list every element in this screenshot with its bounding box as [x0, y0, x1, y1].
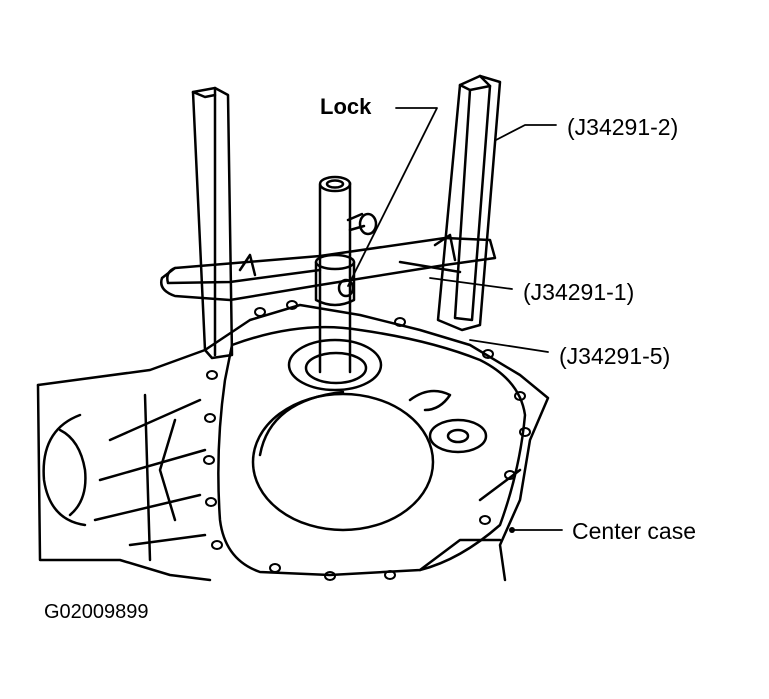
tool-center-shaft	[314, 175, 356, 374]
tool-crossbar	[160, 233, 497, 302]
figure-id: G02009899	[44, 601, 149, 623]
center-case-housing	[36, 303, 550, 582]
tool-5-label: (J34291-5)	[559, 343, 671, 369]
lock-leader	[347, 107, 438, 287]
center-case-dot	[509, 527, 515, 533]
tool-left-leg	[191, 86, 234, 360]
tool-right-frame	[436, 74, 502, 332]
tool-2-leader	[495, 124, 557, 141]
center-case-label: Center case	[572, 518, 697, 544]
tool-5-leader	[469, 339, 549, 353]
tool-2-label: (J34291-2)	[567, 114, 679, 140]
flange-bolt-holes	[203, 300, 531, 581]
lock-label: Lock	[320, 94, 372, 119]
lock-knob	[337, 212, 378, 298]
tool-1-leader	[429, 277, 513, 290]
tool-1-label: (J34291-1)	[523, 279, 635, 305]
leader-lines	[347, 107, 563, 531]
